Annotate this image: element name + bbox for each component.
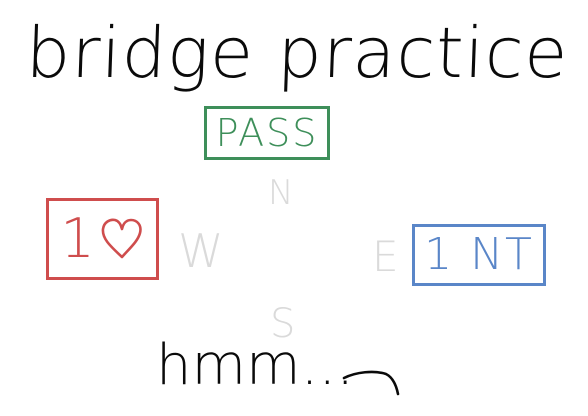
west-bid-level: 1	[60, 207, 95, 270]
arrow-icon	[340, 360, 406, 405]
east-bid-label: 1 NT	[424, 229, 534, 280]
compass-north: N	[268, 173, 294, 213]
compass-south: S	[270, 301, 296, 347]
west-bid-card: 1	[46, 198, 159, 280]
east-bid-card: 1 NT	[412, 224, 546, 286]
north-bid-card: PASS	[204, 106, 330, 160]
compass-east: E	[372, 232, 399, 281]
heart-icon	[99, 217, 145, 261]
north-bid-label: PASS	[215, 111, 319, 155]
page-title: bridge practice	[24, 12, 570, 94]
musing-note: hmm...	[156, 333, 354, 398]
compass-west: W	[178, 224, 224, 278]
